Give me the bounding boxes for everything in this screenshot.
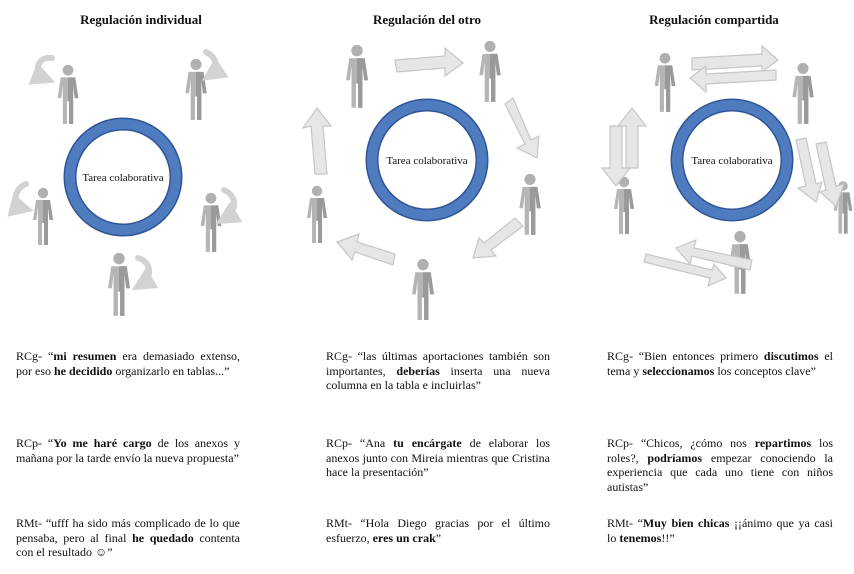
double-arrow-icon <box>674 239 753 271</box>
person-icon <box>200 192 222 252</box>
person-icon <box>57 64 79 124</box>
quote-other-rcp: RCp- “Ana tu encárgate de elaborar los a… <box>326 436 550 479</box>
self-arrow-icon <box>215 187 243 225</box>
panel-title-shared: Regulación compartida <box>649 12 779 27</box>
quote-individual-rcp: RCp- “Yo me haré cargo de los anexos y m… <box>16 436 240 465</box>
person-icon <box>412 258 434 320</box>
ring-other <box>365 98 489 222</box>
quote-shared-rmt: RMt- “Muy bien chicas ¡¡ánimo que ya cas… <box>607 516 833 545</box>
person-icon <box>307 185 327 243</box>
flow-arrow-icon <box>472 217 524 259</box>
quote-other-rmt: RMt- “Hola Diego gracias por el último e… <box>326 516 550 545</box>
panel-title-individual: Regulación individual <box>80 12 202 27</box>
flow-arrow-icon <box>394 46 464 78</box>
quote-shared-rcg: RCg- “Bien entonces primero discutimos e… <box>607 349 833 378</box>
center-label: Tarea colaborativa <box>82 172 163 184</box>
center-label: Tarea colaborativa <box>691 155 772 167</box>
diagram-shared: Tarea colaborativa <box>600 44 853 294</box>
double-arrow-icon <box>600 125 632 187</box>
person-icon <box>346 44 368 108</box>
person-icon <box>185 58 207 120</box>
person-icon <box>654 52 676 112</box>
flow-arrow-icon <box>335 233 396 266</box>
flow-arrow-icon <box>504 97 540 159</box>
double-arrow-icon <box>815 141 845 208</box>
double-arrow-icon <box>616 107 648 169</box>
person-icon <box>108 252 130 316</box>
panel-title-other: Regulación del otro <box>372 12 482 27</box>
self-arrow-icon <box>202 49 229 81</box>
diagram-individual: Tarea colaborativa <box>7 49 243 316</box>
double-arrow-icon <box>689 64 777 94</box>
person-icon <box>479 40 501 102</box>
diagram-other: Tarea colaborativa <box>301 40 541 320</box>
self-arrow-icon <box>7 181 34 217</box>
self-arrow-icon <box>131 255 159 291</box>
person-icon <box>792 62 814 124</box>
person-icon <box>33 187 53 245</box>
quote-shared-rcp: RCp- “Chicos, ¿cómo nos repartimos los r… <box>607 436 834 494</box>
self-arrow-icon <box>28 54 56 85</box>
ring-shared <box>670 98 794 222</box>
quote-individual-rcg: RCg- “mi resumen era demasiado extenso, … <box>16 349 240 378</box>
center-label: Tarea colaborativa <box>386 155 467 167</box>
ring-individual <box>63 117 183 237</box>
double-arrow-icon <box>795 137 823 204</box>
quote-other-rcg: RCg- “las últimas aportaciones también s… <box>326 349 551 392</box>
quote-individual-rmt: RMt- “ufff ha sido más complicado de lo … <box>16 516 240 559</box>
double-arrow-icon <box>643 253 727 288</box>
flow-arrow-icon <box>301 106 333 175</box>
